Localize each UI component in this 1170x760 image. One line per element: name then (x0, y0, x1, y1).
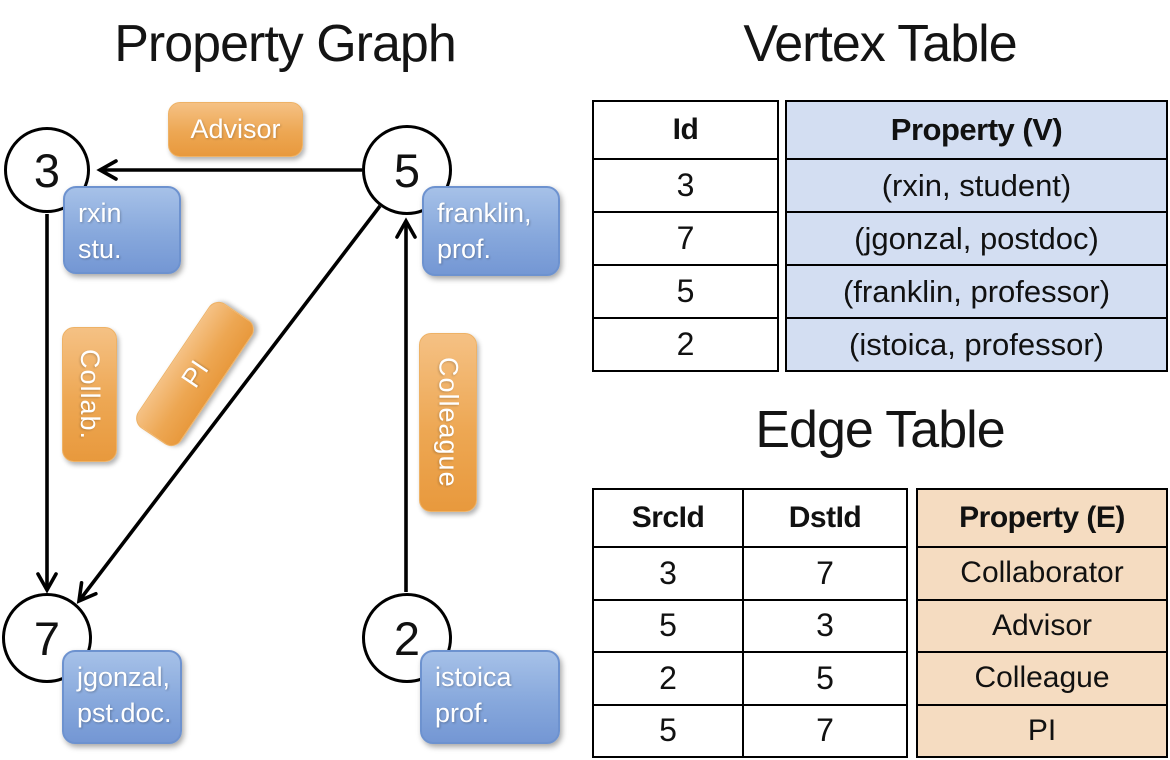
edge-label-collab: Collab. (62, 327, 117, 462)
vertex-property-cell: (istoica, professor) (787, 317, 1166, 370)
vertex-property-cell: (franklin, professor) (787, 264, 1166, 317)
vertex-prop-box-istoica: istoica prof. (420, 650, 560, 744)
node-3-id: 3 (33, 143, 61, 197)
edge-table-row: 2 5 (594, 651, 906, 704)
vertex-prop-line2: prof. (437, 234, 492, 265)
edge-table-property-header: Property (E) (959, 501, 1125, 534)
dstid-cell: 5 (742, 653, 906, 704)
srcid-cell: 5 (659, 607, 677, 644)
vertex-prop-line1: istoica (435, 662, 512, 692)
edge-property-cell: Colleague (918, 651, 1166, 704)
edge-table-dstid-header: DstId (742, 490, 906, 546)
vertex-table-property-header: Property (V) (890, 112, 1063, 147)
edge-pi-arrow (76, 204, 382, 604)
vertex-table-property-column: Property (V) (rxin, student) (jgonzal, p… (785, 100, 1168, 372)
edge-table-row: 5 7 (594, 703, 906, 756)
vertex-table-id-header: Id (672, 113, 699, 146)
vertex-property-cell: (jgonzal, postdoc) (787, 211, 1166, 264)
srcid-cell: 5 (659, 712, 677, 749)
graph-edges-canvas (36, 159, 417, 604)
property-graph-title: Property Graph (114, 15, 457, 73)
node-5-id: 5 (393, 143, 421, 197)
vertex-prop-line1: rxin (78, 198, 122, 228)
dstid-cell: 7 (742, 548, 906, 599)
edge-property-cell: Advisor (918, 598, 1166, 652)
edge-property-cell: PI (918, 703, 1166, 757)
dstid-cell: 7 (742, 705, 906, 756)
edge-table-src-dst-columns: SrcId DstId 3 7 5 3 2 5 5 7 (592, 488, 908, 758)
vertex-prop-line1: jgonzal, (77, 662, 171, 692)
edge-label-collab-text: Collab. (75, 348, 105, 441)
vertex-prop-line2: pst.doc. (77, 698, 172, 729)
vertex-table-id-column: Id 3 7 5 2 (592, 100, 779, 372)
node-2-id: 2 (393, 611, 421, 665)
vertex-prop-box-franklin: franklin, prof. (422, 186, 560, 276)
id-cell: 7 (594, 211, 777, 264)
edge-label-colleague: Colleague (419, 333, 477, 512)
id-cell: 3 (594, 158, 777, 211)
edge-property-cell: Collaborator (918, 546, 1166, 599)
node-7-id: 7 (33, 611, 61, 665)
id-cell: 5 (594, 264, 777, 317)
vertex-table-title: Vertex Table (743, 15, 1017, 73)
edge-label-colleague-text: Colleague (433, 357, 464, 488)
vertex-prop-box-rxin: rxin stu. (63, 186, 181, 274)
edge-label-advisor-text: Advisor (190, 114, 281, 144)
vertex-prop-line2: prof. (435, 698, 490, 729)
id-cell: 2 (594, 317, 777, 370)
srcid-cell: 2 (659, 659, 677, 696)
edge-table-title: Edge Table (755, 401, 1005, 459)
vertex-prop-box-jgonzal: jgonzal, pst.doc. (62, 650, 182, 744)
node-5: 5 (362, 125, 452, 215)
edge-table-row: 3 7 (594, 546, 906, 599)
edge-label-advisor: Advisor (168, 102, 303, 157)
vertex-prop-line1: franklin, (437, 198, 532, 228)
srcid-cell: 3 (659, 554, 677, 591)
vertex-prop-line2: stu. (78, 234, 122, 265)
edge-table-row: 5 3 (594, 598, 906, 651)
edge-label-pi-text: PI (175, 354, 215, 393)
dstid-cell: 3 (742, 600, 906, 651)
node-2: 2 (362, 593, 452, 683)
vertex-property-cell: (rxin, student) (787, 158, 1166, 211)
edge-table-srcid-header: SrcId (631, 501, 705, 534)
edge-table-property-column: Property (E) Collaborator Advisor Collea… (916, 488, 1168, 758)
edge-table-header-row: SrcId DstId (594, 490, 906, 546)
